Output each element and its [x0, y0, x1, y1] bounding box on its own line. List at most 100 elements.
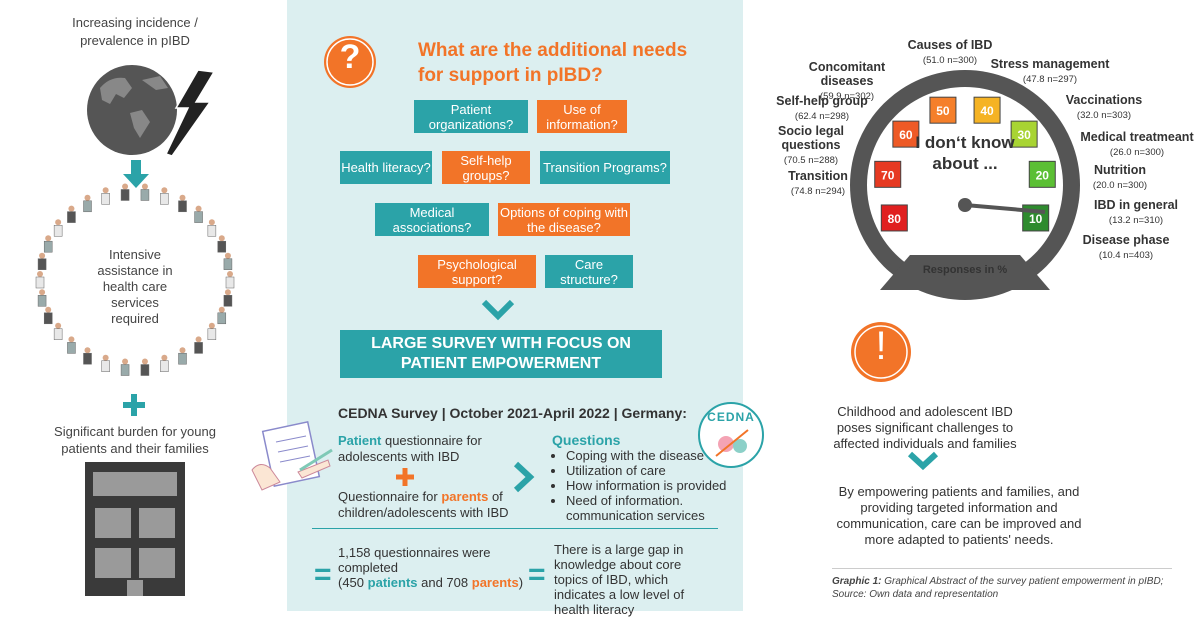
chevron-down-icon	[481, 299, 515, 321]
person-figure	[217, 235, 227, 253]
person-figure	[43, 306, 53, 325]
gauge-tick-label: 50	[936, 104, 950, 118]
completed-close: )	[518, 575, 524, 590]
patient-questionnaire: Patient questionnaire for adolescents wi…	[338, 433, 508, 465]
gauge-tick-label: 40	[980, 104, 994, 118]
person-figure	[35, 271, 45, 289]
plus-icon	[123, 394, 145, 416]
label-concomitant: Concomitant diseases(59.9 n=302)	[808, 60, 886, 102]
intensive-text: Intensive assistance in health care serv…	[97, 247, 173, 326]
patient-word: Patient	[338, 433, 382, 448]
question-mark: ?	[339, 38, 361, 76]
gauge-ticks: 80 70 60 50 40 30 20 10	[874, 96, 1056, 232]
label-stress: Stress management(47.8 n=297)	[990, 57, 1110, 85]
person-figure	[207, 219, 217, 237]
label-selfhelp: Self-help group(62.4 n=298)	[776, 94, 868, 122]
person-figure	[83, 194, 92, 213]
person-figure	[207, 322, 217, 340]
label-vaccinations: Vaccinations(32.0 n=303)	[1065, 93, 1143, 121]
question-icon	[324, 36, 376, 88]
person-figure	[37, 289, 47, 307]
label-disease-phase: Disease phase(10.4 n=403)	[1082, 233, 1170, 261]
questions-heading: Questions	[552, 432, 621, 448]
box-options-of-coping: Options of coping with the disease?	[498, 203, 630, 236]
box-use-of-information: Use of information?	[537, 100, 627, 133]
caption-label: Graphic 1:	[832, 576, 882, 587]
box-transition-programs: Transition Programs?	[540, 151, 670, 184]
gauge-hub	[958, 198, 972, 212]
person-figure	[101, 354, 110, 372]
gauge-tick-label: 70	[881, 168, 895, 182]
label-ibd-general: IBD in general(13.2 n=310)	[1093, 198, 1179, 226]
gauge: 80 70 60 50 40 30 20 10	[850, 70, 1080, 300]
person-figure	[67, 205, 76, 223]
completed-and: and 708	[421, 575, 469, 590]
person-figure	[178, 194, 187, 213]
gauge-tick-box	[1028, 160, 1056, 188]
person-figure	[194, 205, 203, 223]
label-nutrition: Nutrition(20.0 n=300)	[1092, 163, 1148, 191]
person-figure	[83, 347, 92, 365]
divider	[312, 528, 718, 529]
box-care-structure: Care structure?	[545, 255, 633, 288]
clipboard-hand-icon	[251, 420, 333, 491]
person-figure	[140, 358, 150, 376]
gauge-needle	[964, 203, 1046, 214]
incidence-text: Increasing incidence / prevalence in pIB…	[72, 15, 198, 48]
gauge-tick-label: 30	[1017, 128, 1031, 142]
person-figure	[120, 183, 130, 201]
healthcare-people-circle	[35, 183, 235, 376]
person-figure	[225, 271, 235, 289]
gauge-tick-label: 10	[1029, 212, 1043, 226]
down-arrow-icon	[123, 160, 149, 188]
question-title: What are the additional needs for suppor…	[418, 40, 688, 86]
person-figure	[140, 183, 150, 201]
gauge-tick-label: 60	[899, 128, 913, 142]
burden-text: Significant burden for young patients an…	[54, 424, 216, 456]
completed-patients: patients	[367, 575, 418, 590]
gauge-center-text: I don‘t know about ...	[915, 133, 1015, 173]
person-figure	[217, 306, 227, 325]
person-figure	[120, 358, 130, 376]
person-figure	[160, 354, 169, 372]
gauge-tick-box	[880, 204, 908, 232]
question-item: How information is provided	[566, 478, 732, 493]
cedna-logo-text: CEDNA	[707, 410, 755, 424]
gauge-tick-label: 80	[888, 212, 902, 226]
person-figure	[160, 187, 169, 205]
person-figure	[53, 322, 63, 340]
exclamation-mark: !	[875, 324, 887, 368]
gauge-tick-label: 20	[1036, 168, 1050, 182]
person-figure	[223, 252, 233, 270]
gauge-base	[880, 255, 1050, 290]
chevron-down-icon-2	[907, 451, 939, 471]
label-medical: Medical treatmeant(26.0 n=300)	[1080, 130, 1194, 158]
person-figure	[53, 219, 63, 237]
completed-parents: parents	[471, 575, 519, 590]
person-figure	[101, 187, 110, 205]
parents-questionnaire: Questionnaire for parents of children/ad…	[338, 489, 518, 521]
survey-title: CEDNA Survey | October 2021-April 2022 |…	[338, 405, 687, 421]
person-figure	[67, 336, 76, 354]
cedna-logo	[698, 402, 764, 468]
caption-divider	[832, 568, 1172, 569]
patient-rest: questionnaire for adolescents with IBD	[338, 433, 482, 464]
exclamation-icon	[851, 322, 911, 382]
person-figure	[223, 289, 233, 307]
person-figure	[194, 336, 203, 354]
completed-open: (450	[338, 575, 365, 590]
person-figure	[37, 252, 47, 270]
globe-lightning-icon	[87, 65, 216, 157]
gauge-responses: Responses in %	[922, 264, 1008, 276]
person-figure	[178, 347, 187, 365]
plus-orange-icon	[396, 468, 414, 486]
apartment-building-icon	[85, 462, 185, 596]
question-item: Coping with the disease	[566, 448, 732, 463]
gap-text: There is a large gap in knowledge about …	[554, 542, 685, 617]
questions-block: Questions Coping with the disease Utiliz…	[552, 432, 732, 524]
completed-text: 1,158 questionnaires were completed (450…	[338, 545, 528, 590]
question-item: Need of information. communication servi…	[566, 493, 732, 523]
label-transition: Transition(74.8 n=294)	[788, 169, 848, 197]
parents-word: parents	[441, 489, 489, 504]
empower-text: By empowering patients and families, and…	[836, 484, 1082, 547]
